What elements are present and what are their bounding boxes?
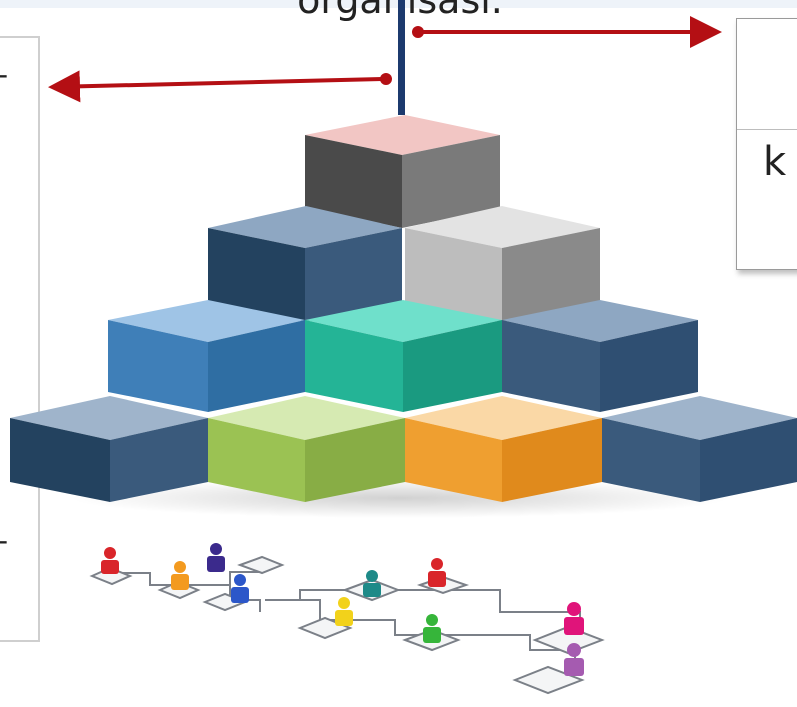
cube-tier3-right bbox=[502, 300, 698, 412]
cube-tier4-1 bbox=[10, 396, 208, 502]
cube-tier2-left bbox=[208, 206, 402, 322]
cube-top bbox=[305, 115, 500, 228]
left-dash-bottom: - bbox=[0, 524, 8, 558]
person-icon-green bbox=[423, 614, 441, 643]
cube-tier3-left bbox=[108, 300, 305, 412]
person-icon-teal bbox=[363, 570, 381, 597]
cube-tier3-center bbox=[305, 300, 502, 412]
cube-tier4-2 bbox=[208, 396, 405, 502]
right-box-letter: k bbox=[763, 139, 787, 185]
person-icon-yellow bbox=[335, 597, 353, 626]
person-icon-red-2 bbox=[428, 558, 446, 587]
arrow-left bbox=[48, 70, 392, 103]
arrow-right bbox=[412, 16, 722, 48]
vertical-stem bbox=[398, 0, 405, 115]
right-text-box: k bbox=[736, 18, 797, 270]
person-icon-red-1 bbox=[101, 547, 119, 574]
left-dash-top: - bbox=[0, 58, 8, 92]
left-text-box: - - bbox=[0, 36, 40, 642]
person-icon-blue bbox=[231, 574, 249, 603]
person-icon-purple bbox=[564, 643, 584, 676]
cube-tier4-4 bbox=[602, 396, 797, 502]
right-box-upper-section bbox=[737, 19, 797, 130]
cube-tier4-3 bbox=[405, 396, 602, 502]
person-icon-magenta bbox=[564, 602, 584, 635]
person-icon-orange bbox=[171, 561, 189, 590]
cube-tier2-right bbox=[405, 206, 600, 322]
person-icon-indigo bbox=[207, 543, 225, 572]
